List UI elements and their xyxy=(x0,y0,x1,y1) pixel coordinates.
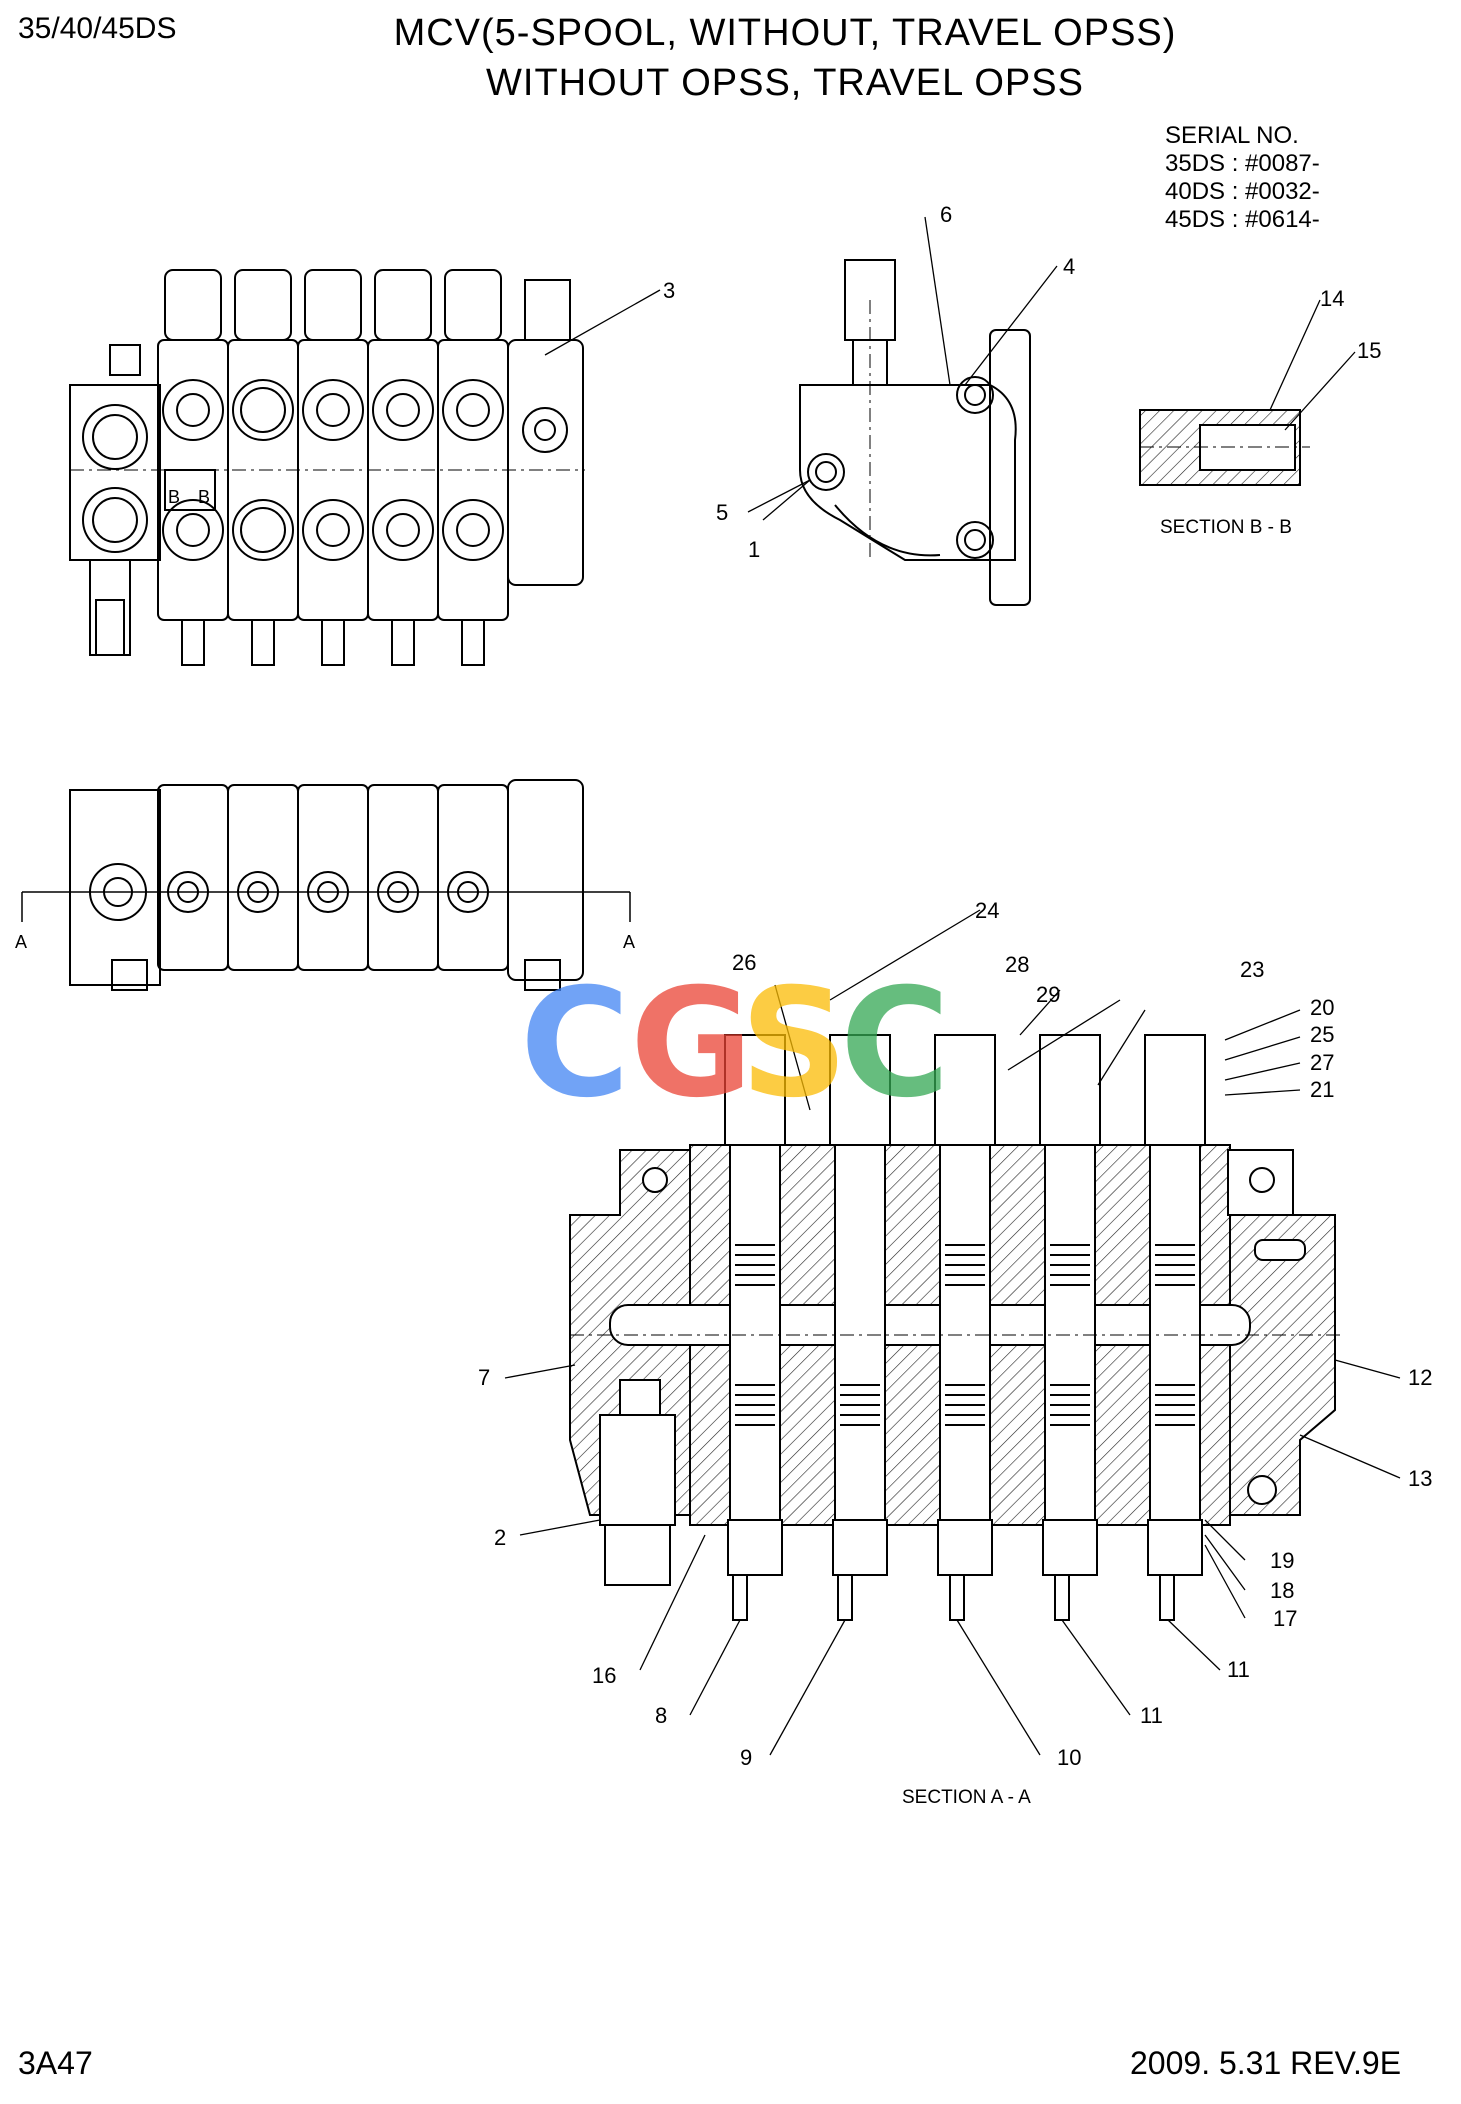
callout-number: 2 xyxy=(494,1525,506,1550)
callout-number: 23 xyxy=(1240,957,1264,982)
callout-number: 8 xyxy=(655,1703,667,1728)
serial-line: 40DS : #0032- xyxy=(1165,178,1320,205)
callout-number: 16 xyxy=(592,1663,616,1688)
drawing-subtitle: WITHOUT OPSS, TRAVEL OPSS xyxy=(486,62,1084,104)
callout-number: 11 xyxy=(1227,1657,1250,1682)
callout-numbers: 1 2 3 4 5 6 7 8 9 10 11 11 12 13 14 15 1… xyxy=(478,202,1432,1770)
callout-number: 21 xyxy=(1310,1077,1334,1102)
watermark-letter: G xyxy=(630,957,753,1131)
drawing-title: MCV(5-SPOOL, WITHOUT, TRAVEL OPSS) xyxy=(393,12,1177,54)
callout-number: 3 xyxy=(663,278,675,303)
callout-number: 18 xyxy=(1270,1578,1294,1603)
watermark-letter: C xyxy=(520,957,630,1131)
callout-number: 7 xyxy=(478,1365,490,1390)
callout-number: 12 xyxy=(1408,1365,1432,1390)
section-b-marker: B xyxy=(198,487,210,507)
relief-valve-view xyxy=(799,259,1031,606)
section-aa-label: SECTION A - A xyxy=(902,1787,1031,1808)
callout-number: 25 xyxy=(1310,1022,1334,1047)
callout-number: 9 xyxy=(740,1745,752,1770)
callout-number: 15 xyxy=(1357,338,1381,363)
callout-number: 11 xyxy=(1140,1703,1163,1728)
callout-number: 20 xyxy=(1310,995,1334,1020)
callout-number: 1 xyxy=(748,537,760,562)
watermark-letter: S xyxy=(740,957,848,1131)
model-number: 35/40/45DS xyxy=(18,12,177,45)
callout-number: 5 xyxy=(716,500,728,525)
section-b-marker: B xyxy=(168,487,180,507)
sheet-number: 3A47 xyxy=(18,2045,93,2081)
serial-heading: SERIAL NO. xyxy=(1165,122,1299,149)
bb-markers: B B xyxy=(168,487,210,507)
watermark-letter: C xyxy=(840,957,950,1131)
mcv-top-view xyxy=(21,779,631,991)
callout-number: 24 xyxy=(975,898,999,923)
serial-line: 35DS : #0087- xyxy=(1165,150,1320,177)
section-bb-view xyxy=(1139,409,1310,486)
revision-date: 2009. 5.31 REV.9E xyxy=(1130,2045,1402,2081)
section-bb-label: SECTION B - B xyxy=(1160,517,1292,538)
section-a-marker: A xyxy=(15,932,27,952)
callout-number: 26 xyxy=(732,950,756,975)
section-a-marker: A xyxy=(623,932,635,952)
callout-number: 29 xyxy=(1036,982,1060,1007)
callout-number: 14 xyxy=(1320,286,1344,311)
callout-number: 4 xyxy=(1063,254,1075,279)
mcv-front-view xyxy=(69,269,585,666)
watermark-logo: C G S C xyxy=(520,957,950,1131)
callout-number: 27 xyxy=(1310,1050,1334,1075)
callout-labels xyxy=(504,216,1401,1756)
callout-number: 17 xyxy=(1273,1606,1297,1631)
section-aa-view xyxy=(569,1034,1340,1621)
serial-line: 45DS : #0614- xyxy=(1165,206,1320,233)
callout-number: 28 xyxy=(1005,952,1029,977)
callout-number: 10 xyxy=(1057,1745,1081,1770)
serial-number-block: SERIAL NO. 35DS : #0087- 40DS : #0032- 4… xyxy=(1165,122,1320,234)
callout-number: 13 xyxy=(1408,1466,1432,1491)
callout-number: 19 xyxy=(1270,1548,1294,1573)
callout-number: 6 xyxy=(940,202,952,227)
